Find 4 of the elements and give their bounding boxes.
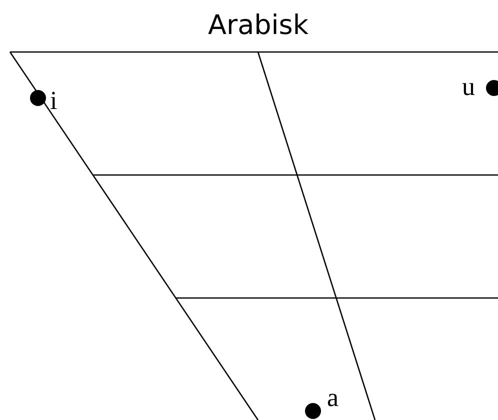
vowel-label: a [327,385,339,411]
chart-title: Arabisk [208,12,308,39]
vowel-label: i [50,88,58,114]
vowel-label: u [462,74,475,100]
